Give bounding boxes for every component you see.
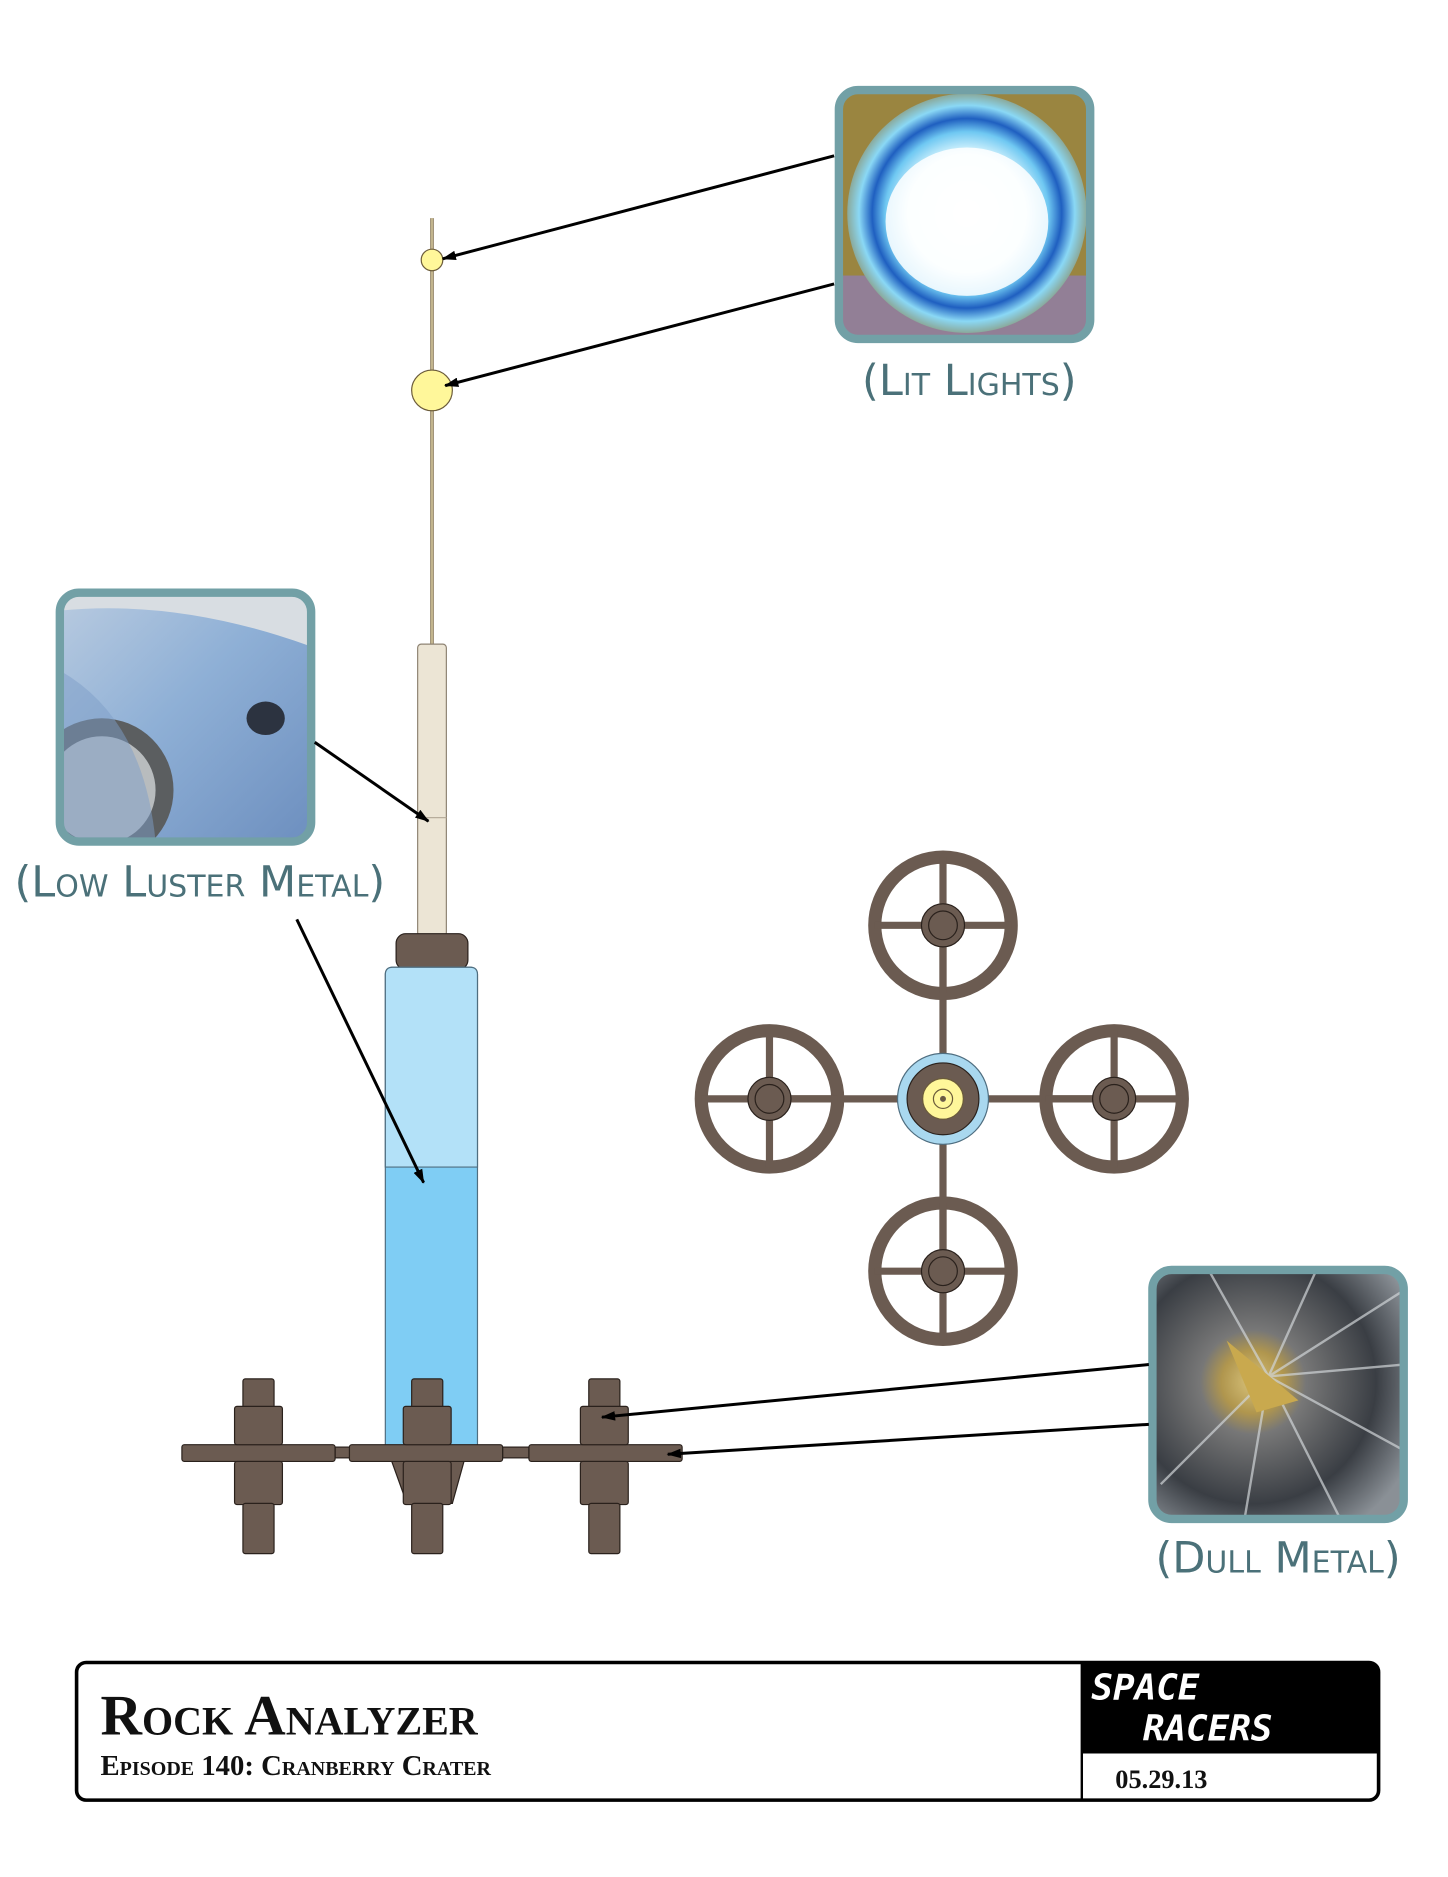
wheel [868,1196,1018,1346]
base-assembly [181,1378,683,1555]
bolt [579,1378,629,1555]
top-view-wheels [694,850,1189,1346]
svg-text:RACERS: RACERS [1143,1708,1273,1749]
dull-metal-photo [1148,1265,1408,1524]
lit-lights-photo [834,85,1095,344]
drawing-date: 05.29.13 [1115,1765,1207,1794]
upper-tube [417,643,447,937]
center-hub [896,1052,990,1145]
tube-cap [395,933,469,971]
large-light [411,369,453,412]
low-luster-metal-photo [55,588,316,846]
space-racers-logo: SPACE RACERS [1091,1668,1272,1750]
antenna [411,218,453,647]
dull-metal-label: (Dull Metal) [1155,1534,1400,1584]
low-luster-metal-label: (Low Luster Metal) [14,858,385,908]
wheel [694,1024,845,1174]
blue-tube [384,966,479,1453]
episode-subtitle: Episode 140: Cranberry Crater [101,1750,492,1782]
small-light [420,248,444,272]
svg-text:SPACE: SPACE [1091,1668,1199,1709]
lit-lights-label: (Lit Lights) [862,356,1077,406]
title-block: Rock Analyzer Episode 140: Cranberry Cra… [74,1660,1381,1802]
bolt [402,1378,452,1555]
drawing-title: Rock Analyzer [101,1684,479,1747]
wheel [868,850,1018,1001]
bolt [233,1378,284,1555]
callout-arrows [295,154,1149,1459]
wheel [1039,1024,1189,1174]
